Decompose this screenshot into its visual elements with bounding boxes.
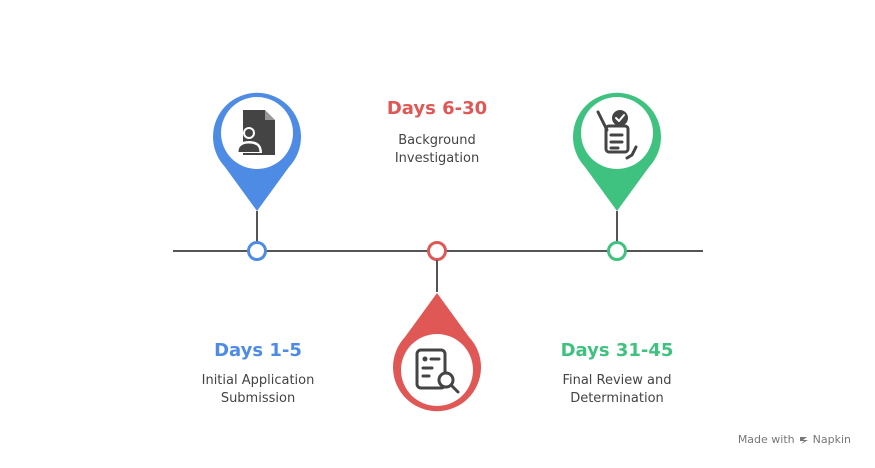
phase-1-description: Initial Application Submission xyxy=(178,372,338,408)
document-search-icon xyxy=(415,348,460,394)
made-with-text: Made with xyxy=(737,433,795,446)
napkin-logo-icon xyxy=(799,436,808,444)
phase-2-marker xyxy=(393,241,481,412)
phase-1-days: Days 1-5 xyxy=(214,340,302,361)
phase-3-desc-line2: Determination xyxy=(570,391,664,406)
phase-2-desc-line1: Background xyxy=(398,133,476,148)
phase-3-pin-face xyxy=(581,97,653,169)
phase-2-days: Days 6-30 xyxy=(386,98,488,119)
phase-1-marker xyxy=(212,92,301,261)
checklist-handshake-icon xyxy=(596,110,638,160)
made-with-napkin-footer: Made with Napkin xyxy=(738,433,851,446)
phase-3-marker xyxy=(573,92,661,261)
phase-2-description: Background Investigation xyxy=(357,132,517,168)
phase-3-days: Days 31-45 xyxy=(560,340,674,361)
phase-1-dot xyxy=(247,241,267,261)
phase-3-dot xyxy=(607,241,627,261)
phase-1-desc-line2: Submission xyxy=(220,391,296,406)
napkin-brand-text: Napkin xyxy=(812,433,851,446)
phase-3-description: Final Review and Determination xyxy=(537,372,697,408)
phase-2-dot xyxy=(427,241,447,261)
document-user-icon xyxy=(236,110,275,155)
phase-2-pin-face xyxy=(401,334,473,406)
phase-2-desc-line2: Investigation xyxy=(394,151,480,166)
phase-1-desc-line1: Initial Application xyxy=(201,373,315,388)
phase-3-desc-line1: Final Review and xyxy=(562,373,672,388)
